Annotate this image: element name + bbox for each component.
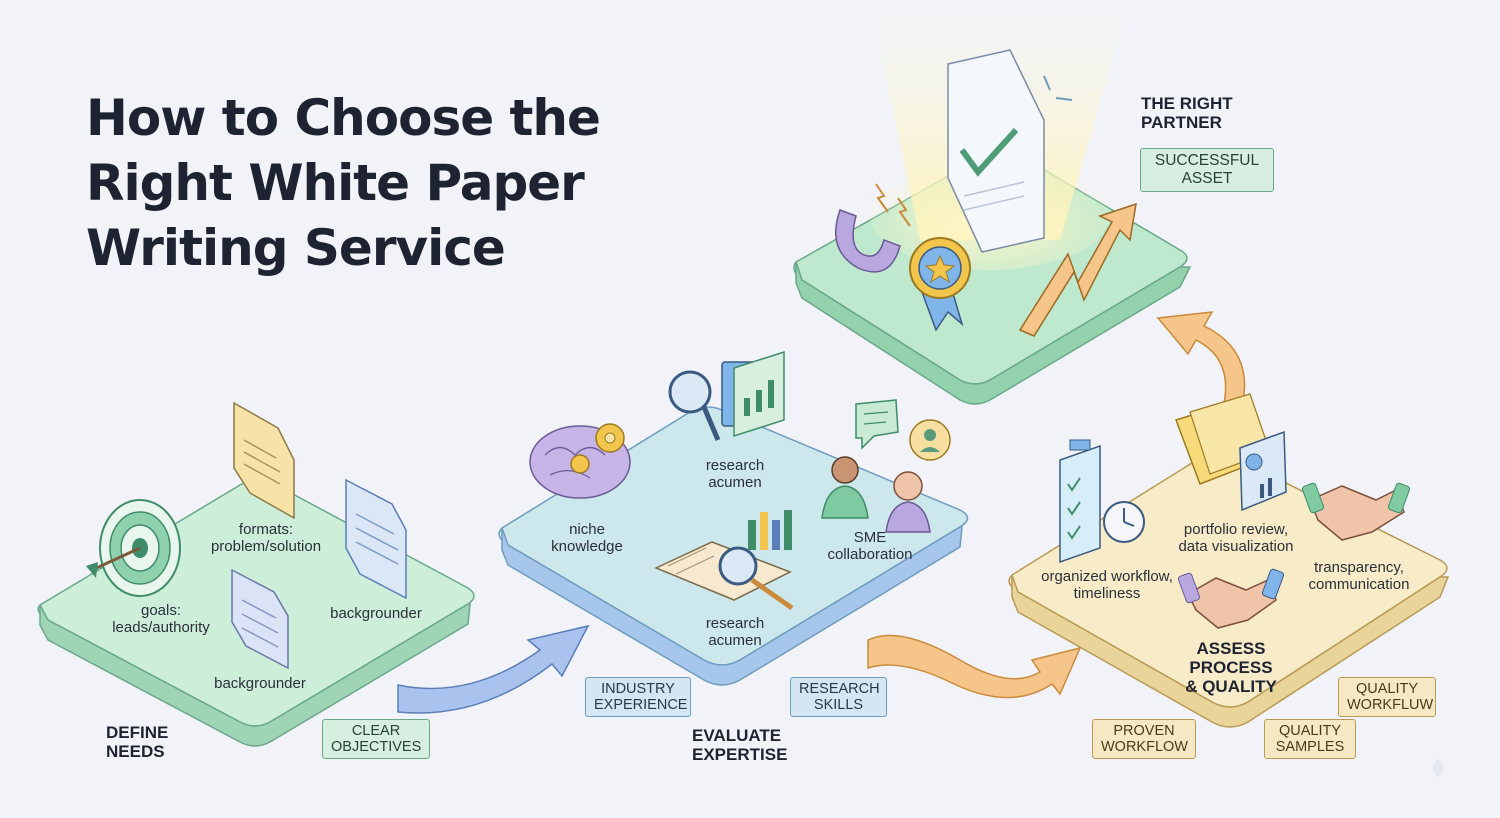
label-line: research	[705, 615, 765, 632]
label-line: EXPERTISE	[692, 745, 788, 764]
label-line: SAMPLES	[1275, 739, 1345, 755]
title-line: How to Choose the	[86, 89, 601, 147]
label-line: research	[705, 457, 765, 474]
brain-gears-icon	[529, 423, 631, 499]
magnet-icon	[835, 183, 911, 273]
tag-research-skills: RESEARCH SKILLS	[790, 677, 887, 717]
label-line: QUALITY	[1278, 723, 1342, 739]
label-line: communication	[1308, 576, 1410, 593]
label-line: QUALITY	[1355, 681, 1419, 697]
label-line: knowledge	[551, 538, 623, 555]
tag-successful-asset: SUCCESSFUL ASSET	[1140, 148, 1274, 192]
label-line: acumen	[708, 474, 762, 491]
arrow-assess-to-partner	[1156, 311, 1246, 415]
label-line: organized workflow,	[1041, 568, 1173, 585]
tag-industry-experience: INDUSTRY EXPERIENCE	[585, 677, 691, 717]
label-line: timeliness	[1073, 585, 1141, 602]
label-line: acumen	[708, 632, 762, 649]
label-line: SKILLS	[813, 697, 864, 713]
label-line: portfolio review,	[1183, 521, 1289, 538]
label-line: SUCCESSFUL	[1154, 152, 1260, 169]
label-line: DEFINE	[106, 723, 169, 742]
title-line: Right White Paper	[86, 154, 585, 212]
label-line: THE RIGHT	[1141, 94, 1233, 113]
label-line: leads/authority	[112, 619, 210, 636]
label-line: backgrounder	[214, 675, 306, 692]
workflow-label: organized workflow, timeliness	[1032, 568, 1182, 602]
handshake-icon	[1177, 568, 1285, 629]
document-icon	[345, 478, 407, 600]
people-icon	[821, 419, 951, 533]
label-line: PARTNER	[1141, 113, 1222, 132]
label-line: EVALUATE	[692, 726, 782, 745]
sme-collaboration-label: SME collaboration	[820, 529, 920, 563]
portfolio-label: portfolio review, data visualization	[1166, 521, 1306, 555]
stage-label-assess-process: ASSESS PROCESS & QUALITY	[1156, 639, 1306, 696]
label-line: RESEARCH	[799, 681, 880, 697]
label-line: WORKFLUW	[1347, 697, 1434, 713]
document-icon	[233, 401, 295, 520]
target-icon	[86, 499, 181, 597]
backgrounder-label: backgrounder	[204, 675, 316, 692]
goals-label: goals: leads/authority	[96, 602, 226, 636]
label-line: EXPERIENCE	[594, 697, 688, 713]
chart-book-icon	[733, 350, 785, 438]
stage-label-define-needs: DEFINE NEEDS	[106, 723, 168, 761]
research-acumen-label: research acumen	[695, 457, 775, 491]
handshake-icon	[1301, 482, 1411, 541]
award-badge-icon	[909, 237, 971, 332]
folder-chart-icon	[1175, 393, 1287, 512]
page-title: How to Choose the Right White Paper Writ…	[86, 86, 666, 281]
formats-label: formats: problem/solution	[196, 521, 336, 555]
backgrounder-label: backgrounder	[320, 605, 432, 622]
tag-quality-samples: QUALITY SAMPLES	[1264, 719, 1356, 759]
label-line: NEEDS	[106, 742, 165, 761]
label-line: ASSESS PROCESS	[1189, 639, 1273, 677]
label-line: ASSET	[1181, 170, 1233, 187]
label-line: WORKFLOW	[1101, 739, 1188, 755]
sparkle-icon	[1432, 758, 1444, 778]
transparency-label: transparency, communication	[1300, 559, 1418, 593]
label-line: OBJECTIVES	[331, 739, 422, 755]
arrow-evaluate-to-assess	[867, 634, 1082, 699]
arrow-define-to-evaluate	[397, 624, 590, 714]
label-line: goals:	[140, 602, 182, 619]
label-line: data visualization	[1178, 538, 1294, 555]
magnifier-book-icon	[654, 510, 794, 611]
niche-knowledge-label: niche knowledge	[546, 521, 628, 555]
label-line: CLEAR	[351, 723, 401, 739]
label-line: SME	[853, 529, 887, 546]
growth-arrow-icon	[1018, 202, 1137, 337]
label-line: problem/solution	[210, 538, 322, 555]
stage-label-evaluate-expertise: EVALUATE EXPERTISE	[692, 726, 787, 764]
tag-clear-objectives: CLEAR OBJECTIVES	[322, 719, 430, 759]
chat-bubble-icon	[855, 399, 899, 450]
document-icon	[231, 568, 289, 670]
tag-proven-workflow: PROVEN WORKFLOW	[1092, 719, 1196, 759]
tag-quality-workflow: QUALITY WORKFLUW	[1338, 677, 1436, 717]
label-line: & QUALITY	[1185, 677, 1277, 696]
checked-document-icon	[947, 49, 1073, 253]
research-acumen-label: research acumen	[695, 615, 775, 649]
label-line: niche	[569, 521, 605, 538]
clipboard-clock-icon	[1059, 439, 1145, 564]
stage-label-right-partner: THE RIGHT PARTNER	[1141, 94, 1233, 132]
label-line: INDUSTRY	[601, 681, 675, 697]
label-line: backgrounder	[330, 605, 422, 622]
label-line: transparency,	[1314, 559, 1404, 576]
label-line: collaboration	[827, 546, 913, 563]
label-line: PROVEN	[1113, 723, 1175, 739]
label-line: formats:	[238, 521, 294, 538]
title-line: Writing Service	[86, 219, 506, 277]
